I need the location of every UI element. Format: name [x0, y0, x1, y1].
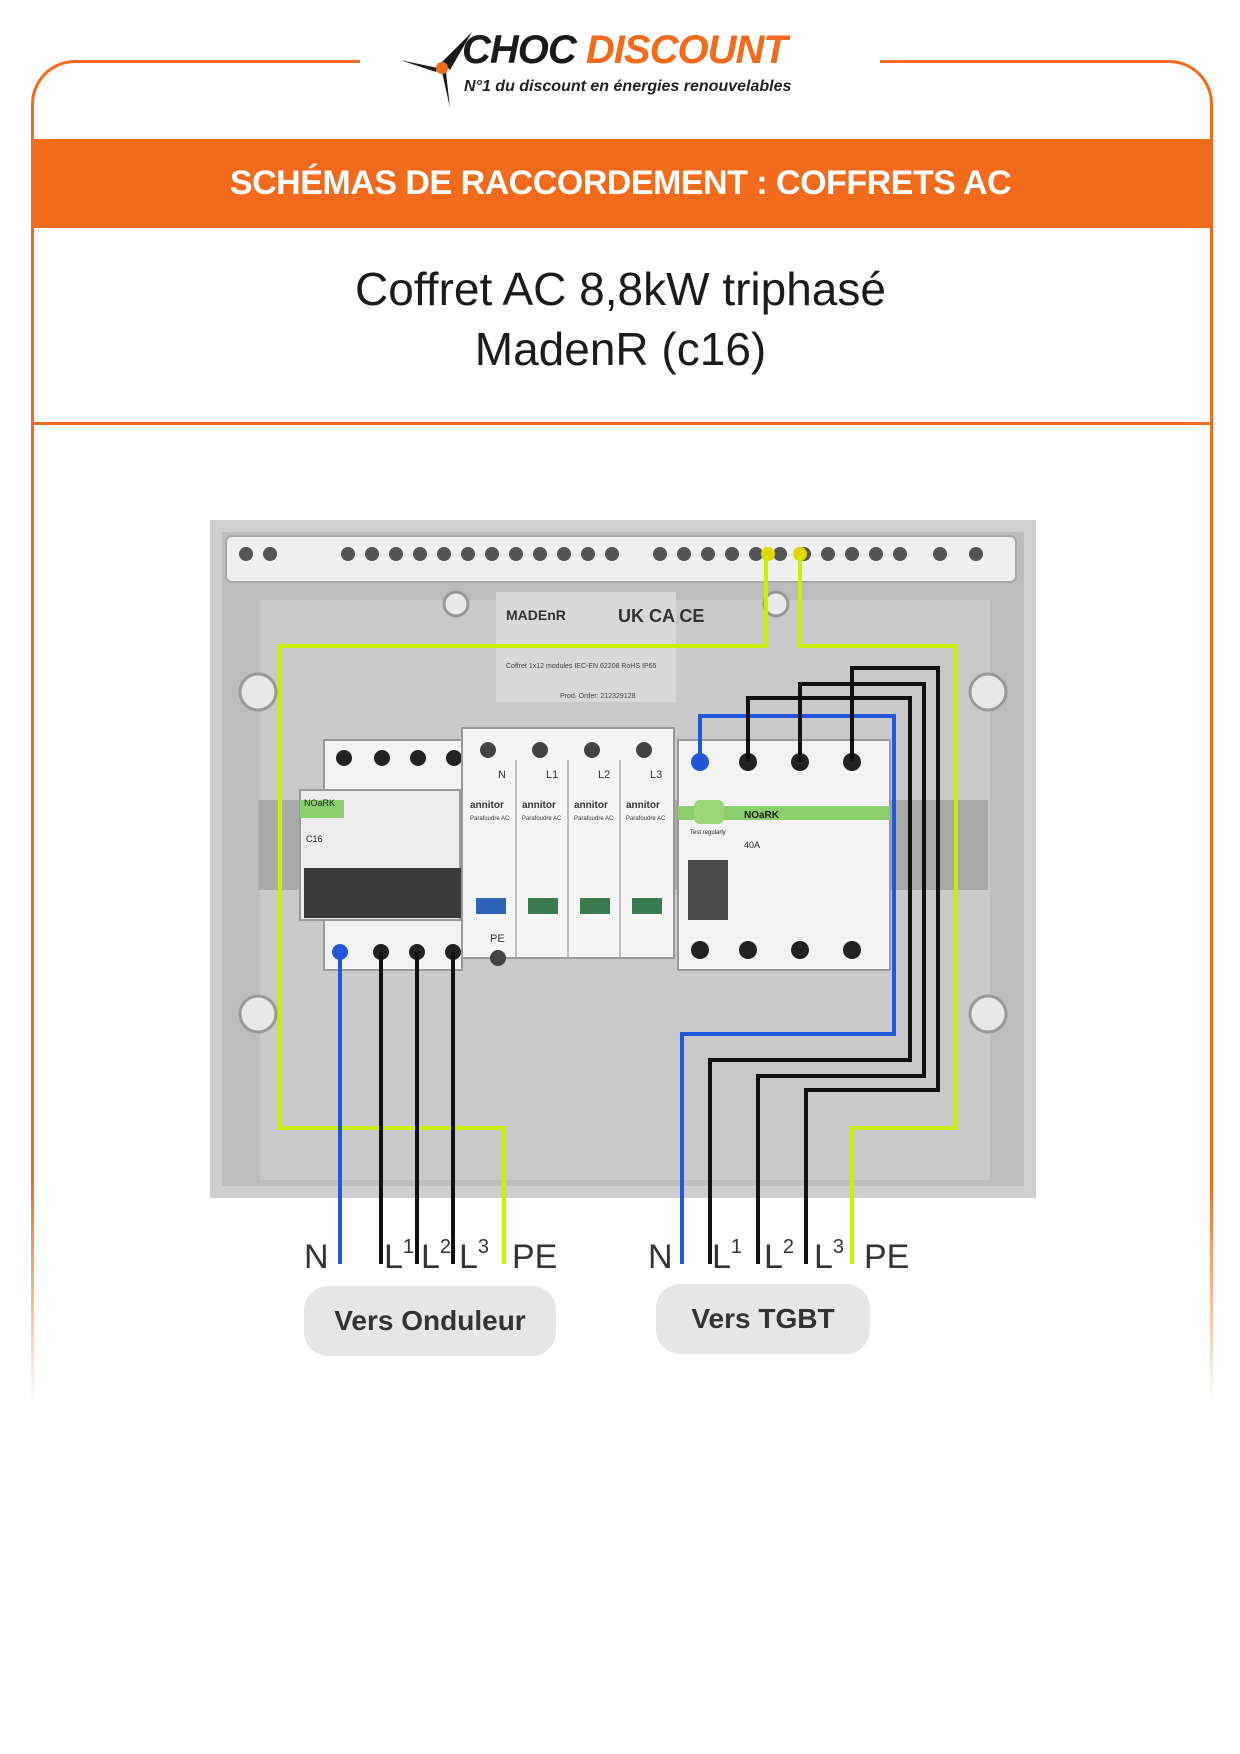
product-title-line2: MadenR (c16) — [474, 323, 767, 375]
svg-text:Coffret 1x12 modules IEC-EN 62: Coffret 1x12 modules IEC-EN 62208 RoHS I… — [506, 663, 657, 670]
wind-turbine-logo-icon — [400, 32, 472, 106]
neutral-wires — [338, 714, 896, 1264]
terminal-strip — [225, 535, 1017, 583]
destination-onduleur: Vers Onduleur — [304, 1286, 556, 1356]
group2-label-l3: L3 — [814, 1236, 845, 1276]
svg-text:annitor: annitor — [626, 800, 660, 811]
group1-label-l2: L2 — [421, 1236, 452, 1276]
svg-text:Parafoudre AC: Parafoudre AC — [574, 816, 614, 822]
phase-wires — [379, 666, 940, 1264]
section-banner: SCHÉMAS DE RACCORDEMENT : COFFRETS AC — [31, 139, 1210, 228]
group2-label-l2: L2 — [764, 1236, 795, 1276]
brand-tagline: N°1 du discount en énergies renouvelable… — [464, 78, 792, 95]
svg-text:Parafoudre AC: Parafoudre AC — [626, 816, 666, 822]
svg-text:Parafoudre AC: Parafoudre AC — [470, 816, 510, 822]
destination-tgbt: Vers TGBT — [656, 1284, 870, 1354]
frame-fade — [20, 1180, 1220, 1500]
svg-text:annitor: annitor — [470, 800, 504, 811]
group2-label-pe: PE — [864, 1238, 910, 1276]
svg-text:Prod. Order: 212329128: Prod. Order: 212329128 — [560, 693, 636, 700]
rcd-40a: NOaRK 40A Test regularly — [677, 739, 891, 971]
svg-text:L2: L2 — [598, 769, 610, 781]
svg-text:PE: PE — [490, 933, 505, 945]
earth-wires — [278, 556, 958, 1264]
svg-text:NOaRK: NOaRK — [744, 810, 780, 821]
svg-text:Test regularly: Test regularly — [690, 830, 726, 836]
banner-title: SCHÉMAS DE RACCORDEMENT : COFFRETS AC — [229, 164, 1012, 202]
svg-text:UK CA CE: UK CA CE — [618, 606, 704, 626]
product-title-block: Coffret AC 8,8kW triphasé MadenR (c16) — [31, 228, 1210, 425]
brand-name: CHOC DISCOUNT — [462, 28, 788, 72]
svg-text:annitor: annitor — [574, 800, 608, 811]
svg-text:C16: C16 — [306, 834, 323, 844]
group1-label-pe: PE — [512, 1238, 558, 1276]
brand-logo: CHOC DISCOUNT N°1 du discount en énergie… — [360, 20, 880, 110]
svg-text:N: N — [498, 769, 506, 781]
group1-label-n: N — [304, 1238, 329, 1276]
svg-text:40A: 40A — [744, 840, 760, 850]
svg-text:MADEnR: MADEnR — [506, 607, 566, 623]
breaker-c16: NOaRK C16 — [299, 739, 464, 971]
svg-text:L1: L1 — [546, 769, 558, 781]
svg-text:Parafoudre AC: Parafoudre AC — [522, 816, 562, 822]
svg-text:L3: L3 — [650, 769, 662, 781]
product-title-line1: Coffret AC 8,8kW triphasé — [355, 263, 886, 315]
surge-protector-block: N L1 L2 L3 annitor annitor annitor annit… — [461, 727, 675, 966]
group2-label-n: N — [648, 1238, 673, 1276]
svg-text:annitor: annitor — [522, 800, 556, 811]
svg-text:NOaRK: NOaRK — [304, 798, 335, 808]
group1-label-l1: L1 — [384, 1236, 415, 1276]
group2-label-l1: L1 — [712, 1236, 743, 1276]
group1-label-l3: L3 — [459, 1236, 490, 1276]
